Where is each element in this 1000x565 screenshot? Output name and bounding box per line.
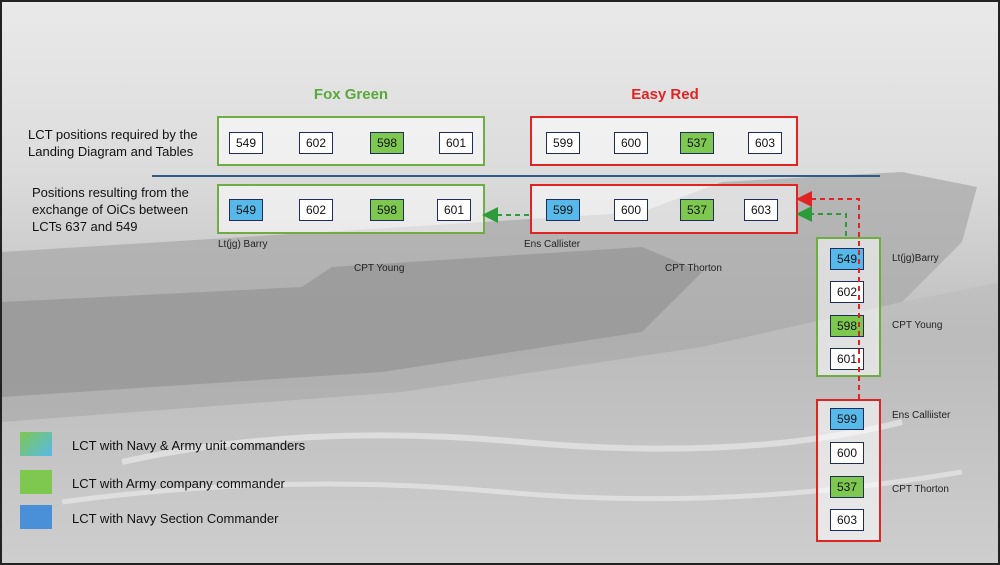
row2-easy-cell: 537 bbox=[680, 199, 714, 221]
row1-fox-cell: 602 bbox=[299, 132, 333, 154]
column-red-cell: 600 bbox=[830, 442, 864, 464]
row1-easy-cell: 599 bbox=[546, 132, 580, 154]
required-positions-label: LCT positions required by the Landing Di… bbox=[28, 126, 218, 160]
row2-fox-cell: 601 bbox=[437, 199, 471, 221]
legend-label-army: LCT with Army company commander bbox=[72, 476, 285, 491]
fox-green-header: Fox Green bbox=[313, 86, 389, 103]
column-red-group: 599 600 537 603 bbox=[816, 399, 881, 542]
legend-label-navy-army: LCT with Navy & Army unit commanders bbox=[72, 438, 306, 453]
column-red-cell: 603 bbox=[830, 509, 864, 531]
legend-swatch-navy-army bbox=[20, 432, 52, 456]
callister-label: Ens Callister bbox=[524, 239, 581, 250]
row2-easy-cell: 603 bbox=[744, 199, 778, 221]
column-label-thorton: CPT Thorton bbox=[892, 484, 949, 495]
row2-fox-cell: 549 bbox=[229, 199, 263, 221]
easy-red-header: Easy Red bbox=[631, 86, 699, 103]
column-label-young: CPT Young bbox=[892, 320, 943, 331]
row2-fox-green-group: 549 602 598 601 bbox=[217, 184, 485, 234]
column-red-cell: 599 bbox=[830, 408, 864, 430]
row2-fox-cell: 598 bbox=[370, 199, 404, 221]
resulting-label-line-3: LCTs 637 and 549 bbox=[32, 219, 138, 234]
resulting-positions-label: Positions resulting from the exchange of… bbox=[32, 184, 222, 235]
column-green-cell: 598 bbox=[830, 315, 864, 337]
barry-label: Lt(jg) Barry bbox=[218, 239, 268, 250]
column-green-group: 549 602 598 601 bbox=[816, 237, 881, 377]
required-label-line-1: LCT positions required by the bbox=[28, 127, 198, 142]
thorton-label: CPT Thorton bbox=[665, 263, 722, 274]
row2-easy-cell: 599 bbox=[546, 199, 580, 221]
row1-easy-cell: 600 bbox=[614, 132, 648, 154]
legend-label-navy: LCT with Navy Section Commander bbox=[72, 511, 279, 526]
row1-fox-cell: 598 bbox=[370, 132, 404, 154]
resulting-label-line-1: Positions resulting from the bbox=[32, 185, 189, 200]
row1-easy-red-group: 599 600 537 603 bbox=[530, 116, 798, 166]
row2-fox-cell: 602 bbox=[299, 199, 333, 221]
column-label-barry: Lt(jg)Barry bbox=[892, 253, 939, 264]
row1-fox-green-group: 549 602 598 601 bbox=[217, 116, 485, 166]
row1-fox-cell: 549 bbox=[229, 132, 263, 154]
legend-swatch-navy bbox=[20, 505, 52, 529]
row1-easy-cell: 603 bbox=[748, 132, 782, 154]
legend-swatch-army bbox=[20, 470, 52, 494]
column-green-cell: 549 bbox=[830, 248, 864, 270]
young-label: CPT Young bbox=[354, 263, 405, 274]
column-green-cell: 601 bbox=[830, 348, 864, 370]
column-green-cell: 602 bbox=[830, 281, 864, 303]
column-label-callister: Ens Calliister bbox=[892, 410, 951, 421]
row2-easy-cell: 600 bbox=[614, 199, 648, 221]
resulting-label-line-2: exchange of OiCs between bbox=[32, 202, 189, 217]
required-label-line-2: Landing Diagram and Tables bbox=[28, 144, 194, 159]
column-red-cell: 537 bbox=[830, 476, 864, 498]
row1-fox-cell: 601 bbox=[439, 132, 473, 154]
section-divider bbox=[152, 175, 880, 177]
row1-easy-cell: 537 bbox=[680, 132, 714, 154]
row2-easy-red-group: 599 600 537 603 bbox=[530, 184, 798, 234]
